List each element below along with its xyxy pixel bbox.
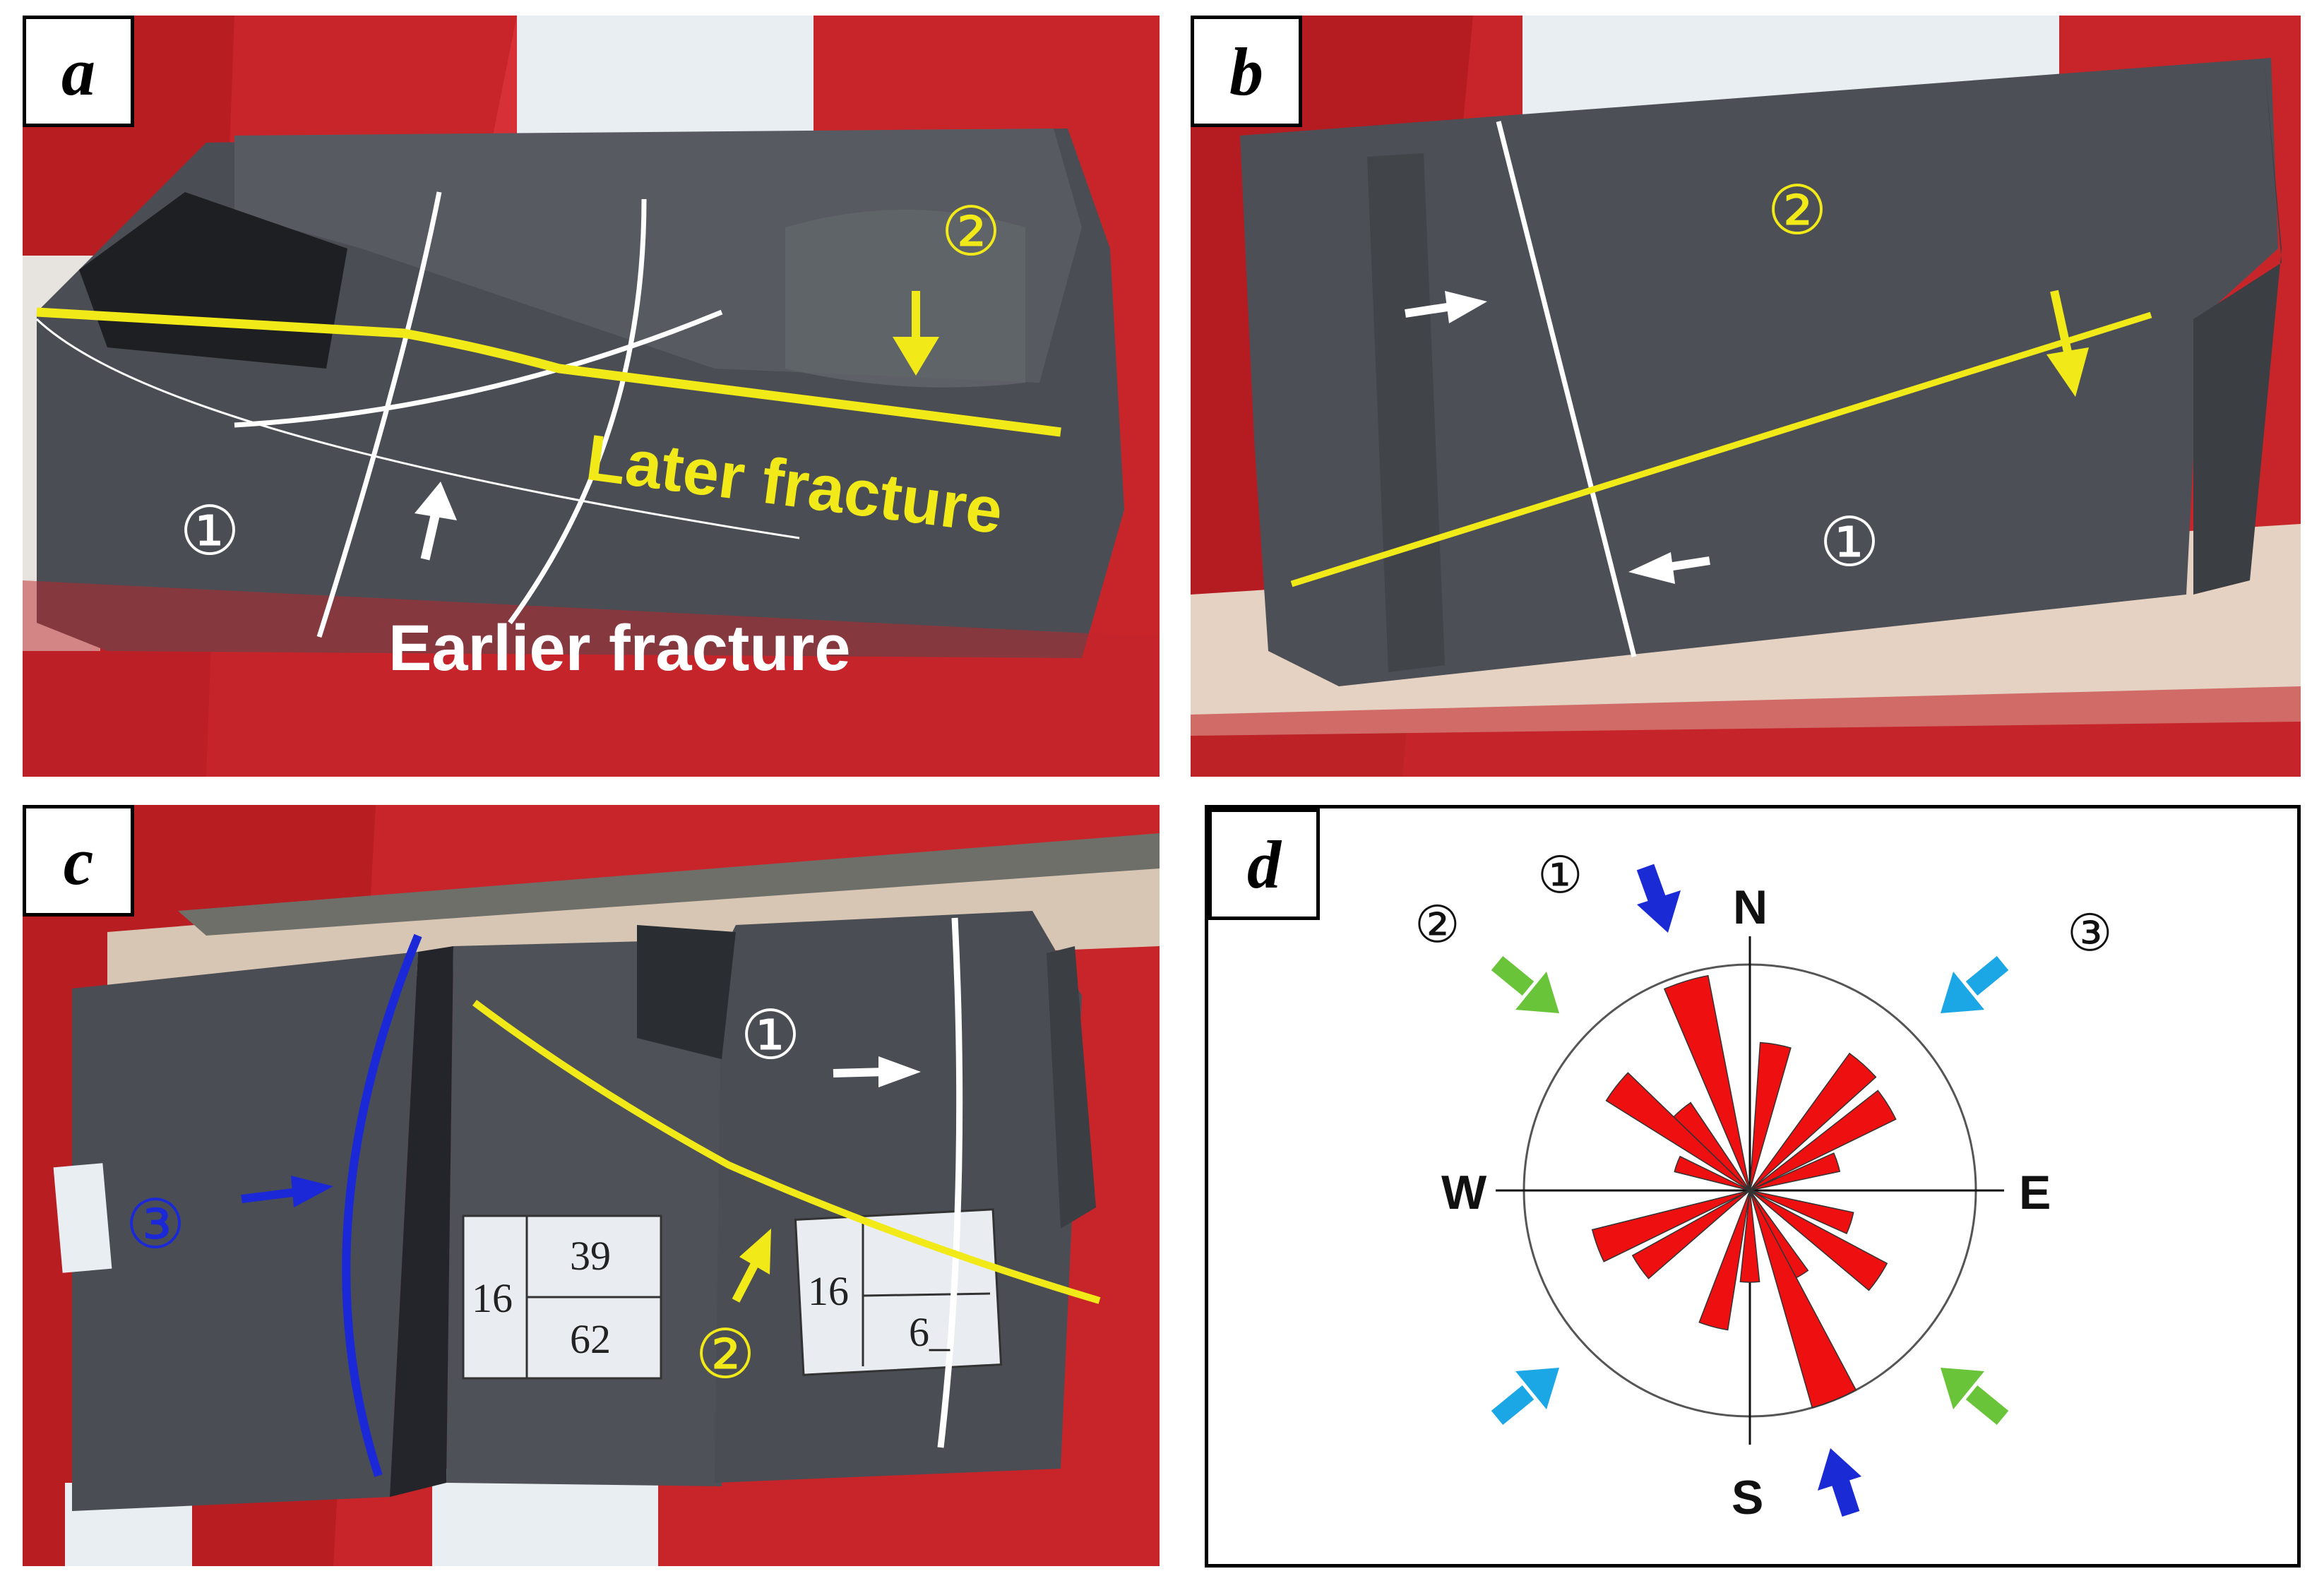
rose-petal <box>1591 1190 1751 1262</box>
marker-1-d: ① <box>1537 845 1583 905</box>
rose-petal <box>1663 974 1751 1191</box>
west-label: W <box>1441 1166 1487 1219</box>
panel-c-tag: c <box>23 805 134 917</box>
later-fracture-line-b <box>1290 311 2152 587</box>
marker-3-c: ③ <box>125 1185 186 1264</box>
earlier-fracture-a3 <box>234 309 723 428</box>
rose-petal <box>1749 1089 1897 1191</box>
sample-label-2-bottom: 6_ <box>909 1309 950 1355</box>
marker-2-b: ② <box>1767 171 1828 250</box>
sample-label-1-left: 16 <box>472 1275 513 1321</box>
panel-a: a ① ② Later fracture Earlier fracture <box>23 16 1160 777</box>
core-photo-a <box>23 16 1160 777</box>
rose-petal <box>1749 1190 1854 1234</box>
east-label: E <box>2019 1166 2051 1219</box>
marker-1-b: ① <box>1819 503 1881 582</box>
arrow-1-south-icon <box>1818 1448 1861 1517</box>
marker-2-a: ② <box>941 192 1002 271</box>
rose-petal <box>1674 1155 1751 1191</box>
marker-2-d: ② <box>1414 895 1460 954</box>
panel-b-tag: b <box>1191 16 1302 127</box>
south-label: S <box>1732 1471 1764 1524</box>
arrow-1-north-icon <box>1636 864 1681 933</box>
arrow-3-ne-icon <box>1941 955 2009 1013</box>
rose-petal <box>1749 1190 1888 1291</box>
rose-petal <box>1749 1052 1877 1191</box>
earlier-fracture-a1 <box>316 191 442 638</box>
rose-petal <box>1749 1041 1792 1191</box>
sample-label-2-left: 16 <box>808 1268 849 1314</box>
panel-d: d N S E W ① ② ③ <box>1205 805 2301 1568</box>
earlier-fracture-c <box>937 917 963 1448</box>
arrow-3-sw-icon <box>1491 1368 1559 1426</box>
earlier-fracture-a2 <box>508 198 647 625</box>
marker-3-d: ③ <box>2067 903 2113 962</box>
arrow-2-nw-icon <box>1491 955 1559 1013</box>
marker-1-a: ① <box>179 491 241 571</box>
core-photo-b <box>1191 16 2301 777</box>
earlier-fracture-b <box>1496 121 1637 657</box>
panel-c: c ① ② ③ 16 39 62 16 6_ <box>23 805 1160 1566</box>
core-photo-c <box>23 805 1160 1566</box>
panel-a-tag: a <box>23 16 134 127</box>
rose-petal <box>1749 1190 1857 1409</box>
earlier-fracture-a4 <box>35 318 800 539</box>
rose-diagram <box>1491 864 2009 1517</box>
earlier-fracture-label: Earlier fracture <box>388 612 851 684</box>
rose-petal <box>1631 1190 1751 1279</box>
marker-2-c: ② <box>695 1315 756 1394</box>
rose-petal <box>1698 1190 1751 1331</box>
panel-b: b ① ② <box>1191 16 2301 777</box>
rose-petal <box>1749 1152 1841 1191</box>
rose-petal <box>1605 1072 1751 1191</box>
sample-label-1-top: 39 <box>570 1233 611 1279</box>
sample-label-1-bottom: 62 <box>570 1316 611 1362</box>
arrow-2-se-icon <box>1941 1368 2009 1426</box>
north-label: N <box>1733 880 1768 934</box>
later-fracture-line-c <box>472 999 1101 1304</box>
fracture-3-line <box>342 933 422 1477</box>
rose-petal <box>1739 1190 1760 1283</box>
later-fracture-line-a <box>36 307 1061 437</box>
marker-1-c: ① <box>740 996 802 1075</box>
panel-d-tag: d <box>1208 808 1320 920</box>
